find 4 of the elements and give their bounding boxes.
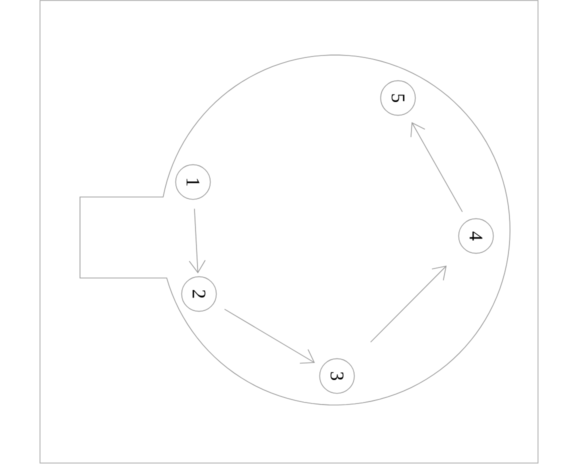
arrow <box>188 208 206 274</box>
arrow <box>224 308 315 364</box>
arrow <box>370 266 447 343</box>
arrow <box>410 122 463 212</box>
